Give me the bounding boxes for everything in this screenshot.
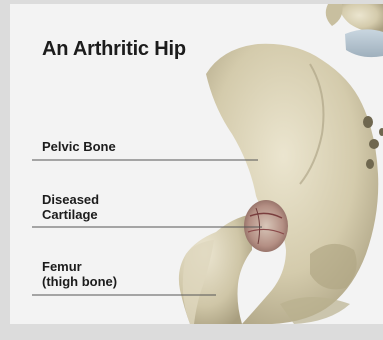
- diagram-panel: An Arthritic Hip Pelvic Bone Diseased Ca…: [10, 4, 383, 324]
- femur-label-line2: (thigh bone): [42, 274, 117, 289]
- pelvic-bone-label-text: Pelvic Bone: [42, 139, 116, 154]
- diseased-cartilage-shape: [244, 200, 288, 252]
- cartilage-label-line2: Cartilage: [42, 207, 99, 222]
- femur-label: Femur (thigh bone): [42, 259, 117, 289]
- vertebra-shape: [326, 4, 383, 57]
- cartilage-label-line1: Diseased: [42, 192, 99, 207]
- femur-label-line1: Femur: [42, 259, 117, 274]
- femur-shape: [179, 214, 252, 324]
- diseased-cartilage-label: Diseased Cartilage: [42, 192, 99, 222]
- diagram-title: An Arthritic Hip: [42, 38, 186, 61]
- pelvic-bone-label: Pelvic Bone: [42, 139, 116, 154]
